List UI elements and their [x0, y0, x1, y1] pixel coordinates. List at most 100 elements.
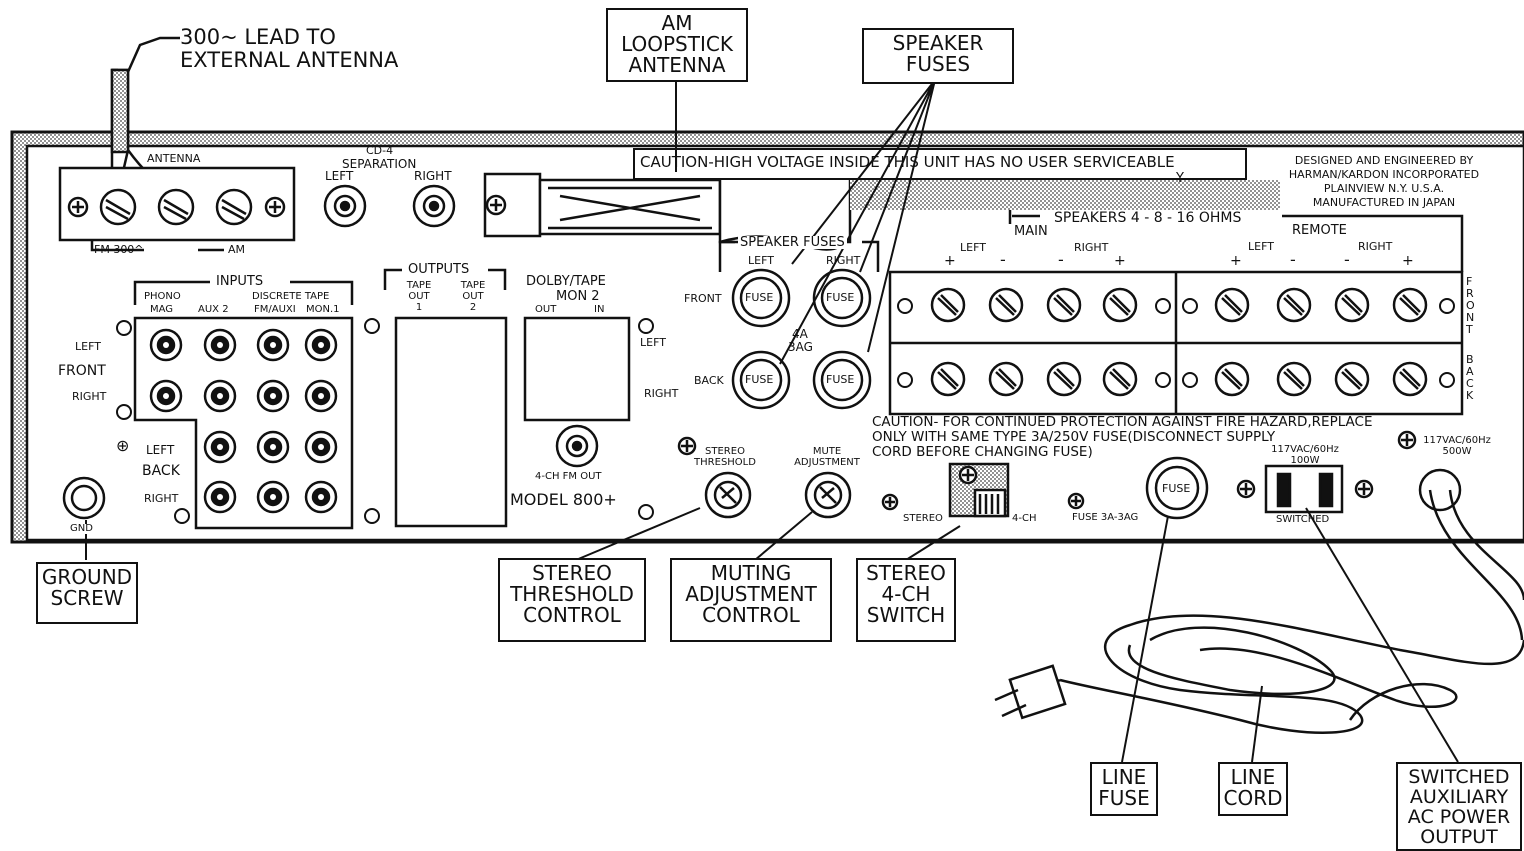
panel-hole: [1439, 372, 1455, 388]
outputs-title: OUTPUTS: [406, 262, 472, 277]
main-right-label: RIGHT: [1074, 241, 1109, 254]
tape-out-2-l2: OUT: [462, 291, 484, 302]
line-fuse-callout-line-1: LINE: [1101, 765, 1147, 789]
inputs-back-label: BACK: [142, 463, 180, 479]
antenna-lead-label: 300~ LEAD TO EXTERNAL ANTENNA: [180, 26, 398, 72]
antenna-terminal-block: [58, 166, 296, 252]
switched-label: SWITCHED: [1276, 514, 1330, 525]
main-left-minus: -: [1000, 250, 1006, 269]
line-fuse-cap-label: FUSE: [1162, 482, 1191, 495]
line-fuse-callout: LINE FUSE: [1090, 762, 1158, 816]
line-cord-callout: LINE CORD: [1218, 762, 1288, 816]
speaker-back-vertical-label: BACK: [1466, 353, 1474, 402]
stereo-switch-callout-line-3: SWITCH: [866, 603, 946, 627]
switched-rating-label: 117VAC/60Hz 100W: [1262, 444, 1348, 466]
cd4-jacks: [323, 184, 456, 228]
inputs-back-right-label: RIGHT: [144, 492, 179, 505]
rca-jack-icon: [256, 430, 290, 464]
muting-callout-line-3: CONTROL: [702, 603, 800, 627]
panel-hole: [116, 320, 132, 336]
caution-strip: [633, 148, 1280, 210]
panel-hole: [638, 318, 654, 334]
remote-left-minus: -: [1290, 250, 1296, 269]
inputs-title: INPUTS: [214, 274, 266, 289]
ground-screw-callout-line-1: GROUND: [41, 565, 133, 589]
line-cord: [994, 468, 1524, 734]
caution-fuse-l3: CORD BEFORE CHANGING FUSE): [872, 444, 1093, 460]
stereo-switch-callout-line-1: STEREO: [866, 561, 946, 585]
main-right-minus: -: [1058, 250, 1064, 269]
stereo-threshold-callout: STEREO THRESHOLD CONTROL: [498, 558, 646, 642]
separation-title: SEPARATION: [342, 157, 417, 171]
fuse-rating-3ag: 3AG: [788, 340, 813, 354]
inputs-back-left-label: LEFT: [146, 443, 175, 457]
remote-left-plus: +: [1230, 253, 1242, 269]
rca-jack-icon: [149, 328, 183, 362]
speaker-terminal-screw-icon: [1392, 287, 1428, 323]
panel-hole: [1155, 372, 1171, 388]
panel-hole: [364, 318, 380, 334]
phono-label: PHONO: [144, 291, 181, 302]
aux-output-callout-line-4: OUTPUT: [1420, 826, 1498, 848]
speaker-terminal-screw-icon: [1276, 361, 1312, 397]
maker-line-3: PLAINVIEW N.Y. U.S.A.: [1323, 182, 1445, 195]
speaker-terminal-screw-icon: [1334, 287, 1370, 323]
rca-jack-icon: [203, 430, 237, 464]
panel-hole: [1155, 298, 1171, 314]
panel-holes: [116, 298, 1455, 524]
fm-out-label: 4-CH FM OUT: [535, 471, 602, 482]
rca-jack-icon: [304, 480, 338, 514]
unswitched-rating-l1: 117VAC/60Hz: [1423, 435, 1491, 446]
rca-jack-icon: [304, 379, 338, 413]
switched-rating-l1: 117VAC/60Hz: [1271, 444, 1339, 455]
rca-jack-icon: [304, 430, 338, 464]
unswitched-rating-l2: 500W: [1442, 446, 1472, 457]
speaker-fuse-bracket: [718, 240, 880, 272]
aux-output-callout-line-1: SWITCHED: [1408, 766, 1510, 788]
fuse-back-left: FUSE: [745, 373, 774, 386]
remote-right-plus: +: [1402, 253, 1414, 269]
fuse-front-label: FRONT: [684, 292, 722, 305]
cd4-left-label: LEFT: [325, 169, 354, 183]
panel-hole: [174, 508, 190, 524]
tape-out-1-l1: TAPE: [406, 280, 432, 291]
am-label: AM: [228, 243, 246, 256]
remote-left-label: LEFT: [1248, 240, 1274, 253]
switched-ac-outlet: [1264, 430, 1417, 514]
am-loopstick-callout: AM LOOPSTICK ANTENNA: [606, 8, 748, 82]
speaker-terminal-screws: [930, 287, 1428, 397]
panel-hole: [364, 508, 380, 524]
speaker-fuses-callout: SPEAKER FUSES: [862, 28, 1014, 84]
caution-fuse-text: CAUTION- FOR CONTINUED PROTECTION AGAINS…: [872, 415, 1373, 460]
am-loopstick-antenna: [483, 168, 852, 251]
speaker-terminal-screw-icon: [1334, 361, 1370, 397]
inputs-panel: [133, 280, 354, 530]
mute-adjustment-panel-label: MUTE ADJUSTMENT: [786, 446, 868, 468]
cd4-title: CD-4: [366, 144, 394, 157]
speaker-terminal-screw-icon: [1392, 361, 1428, 397]
line-cord-callout-line-1: LINE: [1230, 765, 1276, 789]
am-loopstick-line-3: ANTENNA: [628, 53, 726, 77]
mon2-title: MON 2: [556, 289, 600, 304]
stereo-4ch-slide-switch: [881, 462, 1085, 518]
remote-right-minus: -: [1344, 250, 1350, 269]
remote-right-label: RIGHT: [1358, 240, 1393, 253]
speakers-remote-label: REMOTE: [1292, 223, 1347, 238]
mon1-label: MON.1: [306, 304, 340, 315]
stereo-threshold-panel-label: STEREO THRESHOLD: [690, 446, 760, 468]
panel-hole: [1182, 372, 1198, 388]
maker-block: DESIGNED AND ENGINEERED BY HARMAN/KARDON…: [1254, 154, 1514, 210]
tape-out-1-l2: OUT: [408, 291, 430, 302]
speaker-front-vertical-label: FRONT: [1466, 275, 1475, 336]
leader-lines: [85, 78, 1459, 763]
dolby-right-label: RIGHT: [644, 387, 679, 400]
tape-out-1-label: TAPE OUT 1: [404, 280, 434, 313]
stereo-switch-callout-line-2: 4-CH: [881, 582, 931, 606]
maker-line-4: MANUFACTURED IN JAPAN: [1312, 196, 1456, 209]
inputs-back-screw-icon: ⊕: [116, 436, 130, 455]
rca-jack-icon: [304, 328, 338, 362]
gnd-label: GND: [70, 523, 93, 534]
mute-panel-l1: MUTE: [812, 446, 842, 457]
discrete-tape-label: DISCRETE TAPE: [252, 291, 330, 302]
speaker-terminal-screw-icon: [1046, 287, 1082, 323]
